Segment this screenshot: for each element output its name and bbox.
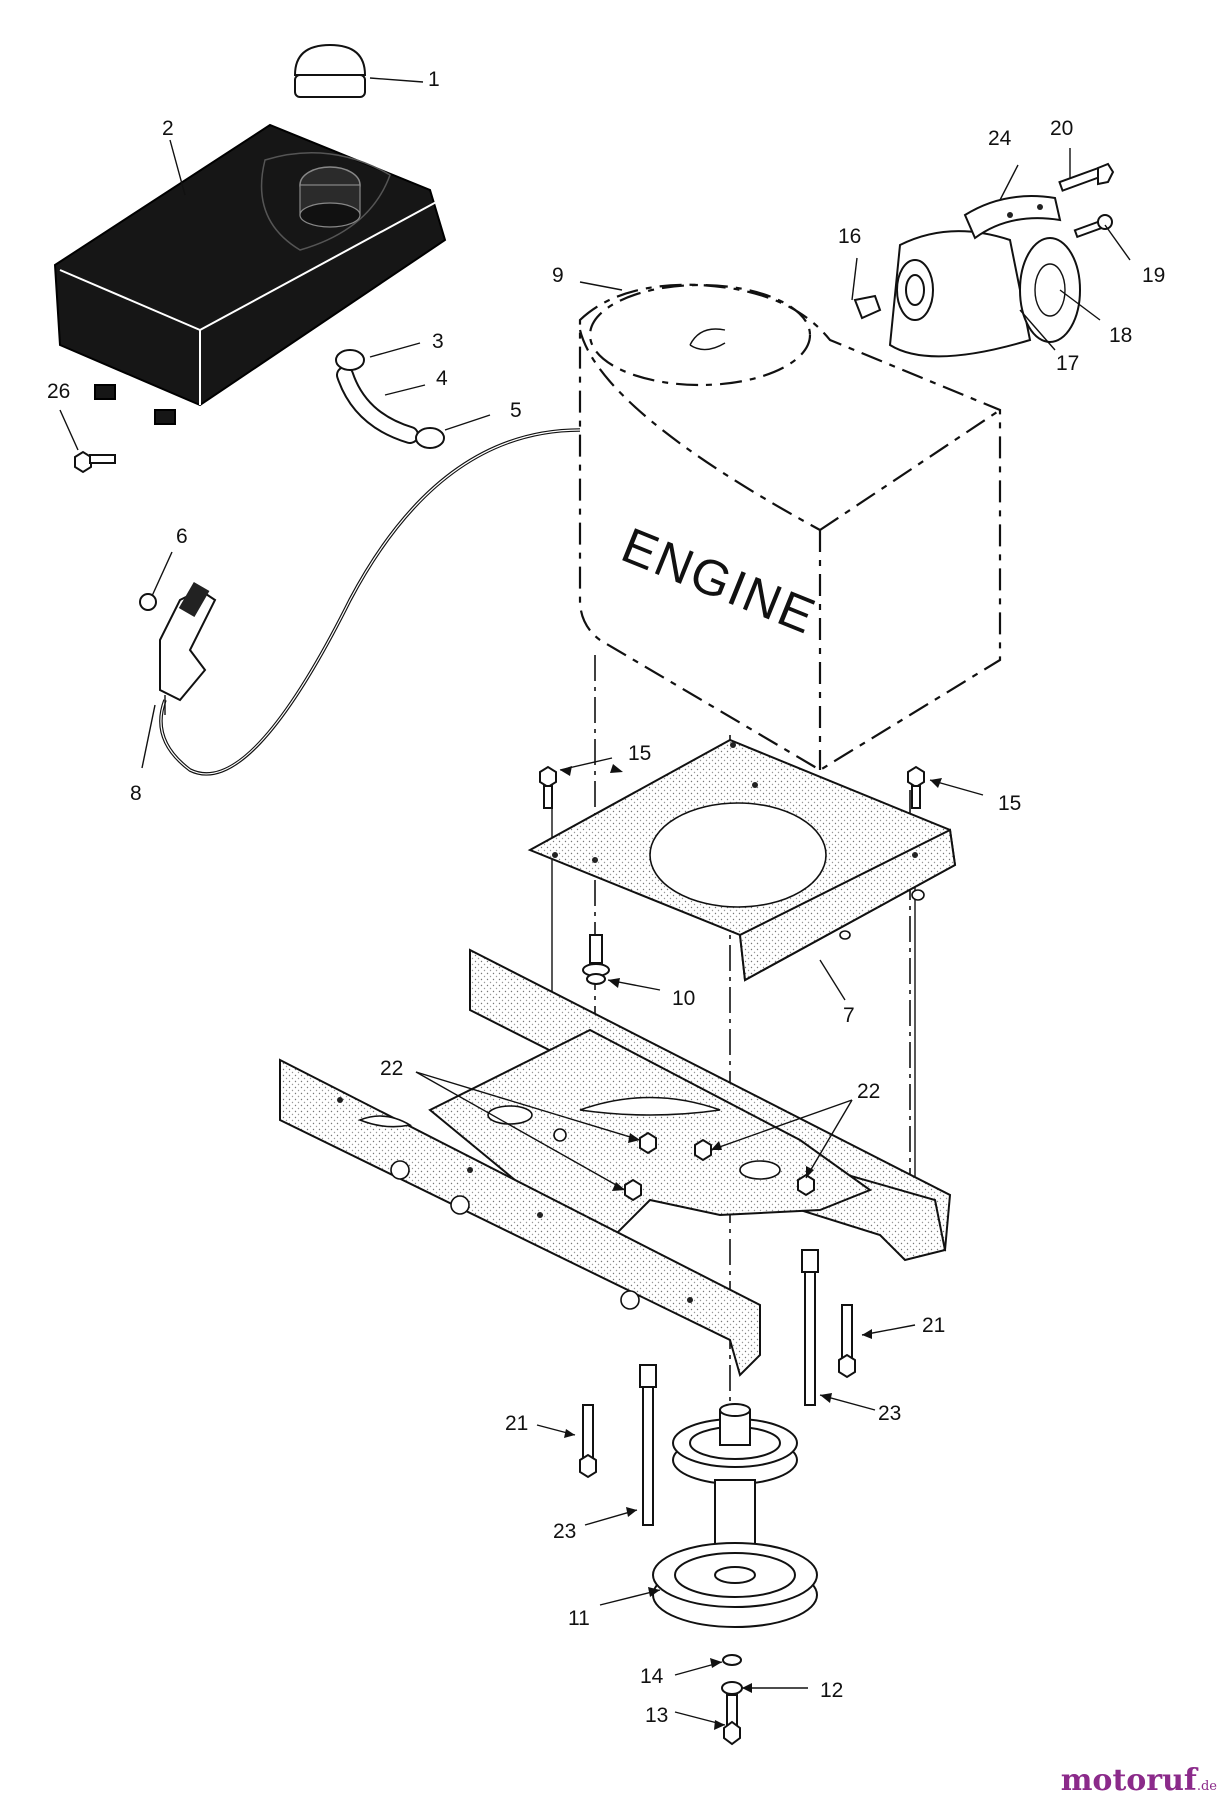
bolt-10 (582, 934, 610, 985)
callout-21-right: 21 (922, 1314, 945, 1337)
throttle-cable (159, 428, 581, 776)
callout-23-left: 23 (553, 1520, 576, 1543)
engine-label: ENGINE (614, 517, 824, 645)
callout-22-left: 22 (380, 1057, 403, 1080)
washer-14 (722, 1654, 742, 1666)
callout-18: 18 (1109, 324, 1132, 347)
arrowheads (560, 764, 942, 1730)
callout-8: 8 (130, 782, 142, 805)
fuel-tank (53, 123, 447, 425)
pulley-lower (652, 1542, 818, 1628)
callout-14: 14 (640, 1665, 664, 1688)
callout-12: 12 (820, 1679, 843, 1702)
throttle-control (139, 582, 217, 715)
engine-mount-plate (527, 738, 957, 982)
engine-block: ENGINE (578, 283, 1002, 772)
bolt-21-right (838, 1304, 856, 1379)
callout-5: 5 (510, 399, 522, 422)
callout-15-right: 15 (998, 792, 1021, 815)
callout-10: 10 (672, 987, 695, 1010)
callout-6: 6 (176, 525, 188, 548)
callout-11: 11 (568, 1607, 590, 1630)
heat-shield (963, 195, 1062, 240)
spacer-23-right (801, 1249, 819, 1406)
watermark-suffix: .de (1196, 1779, 1217, 1794)
callout-2: 2 (162, 117, 174, 140)
callout-numbers: 1 2 3 4 5 6 7 8 9 10 11 12 13 14 15 15 1… (47, 68, 1165, 1727)
fuel-hose (335, 349, 445, 449)
callout-3: 3 (432, 330, 444, 353)
callout-16: 16 (838, 225, 861, 248)
muffler (888, 230, 1081, 358)
pulley-upper (672, 1403, 798, 1485)
spacer-23-left (639, 1364, 657, 1526)
nut-12 (721, 1681, 743, 1695)
bolt-15-left (539, 765, 557, 809)
bolt-13 (723, 1694, 741, 1746)
callout-1: 1 (428, 68, 440, 91)
callout-26: 26 (47, 380, 70, 403)
callout-23-right: 23 (878, 1402, 901, 1425)
callout-17: 17 (1056, 352, 1079, 375)
callout-15-left: 15 (628, 742, 651, 765)
watermark: motoruf.de (1061, 1763, 1217, 1798)
callout-13: 13 (645, 1704, 668, 1727)
bolt-26 (74, 450, 116, 474)
bolt-20 (1058, 162, 1115, 192)
frame-left-rail (279, 1058, 761, 1377)
watermark-brand: motoruf (1060, 1763, 1197, 1798)
callout-19: 19 (1142, 264, 1165, 287)
callout-9: 9 (552, 264, 564, 287)
callout-4: 4 (436, 367, 448, 390)
callout-21-left: 21 (505, 1412, 528, 1435)
callout-22-right: 22 (857, 1080, 880, 1103)
bolt-15-right (907, 765, 925, 809)
screw-19 (1073, 214, 1113, 239)
nuts-22 (624, 1131, 815, 1202)
callout-7: 7 (843, 1004, 855, 1027)
callout-20: 20 (1050, 117, 1073, 140)
gasket-16 (853, 294, 882, 320)
fuel-cap (293, 43, 367, 98)
callout-24: 24 (988, 127, 1012, 150)
bolt-21-left (579, 1404, 597, 1479)
